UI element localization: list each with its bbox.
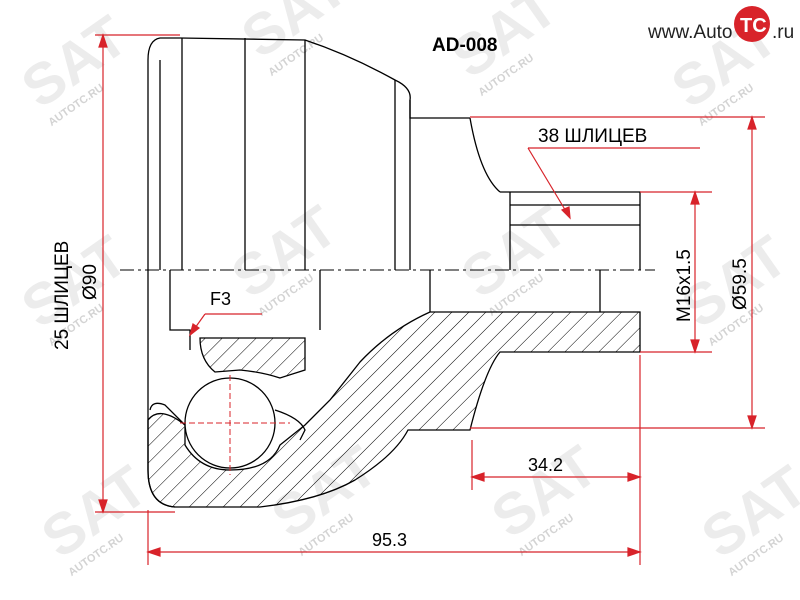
watermark-brand: SAT bbox=[690, 453, 800, 570]
seal-diameter-label: Ø59.5 bbox=[730, 258, 751, 310]
dimension-lines bbox=[95, 33, 765, 565]
outer-splines-label: 38 ШЛИЦЕВ bbox=[538, 126, 647, 147]
logo-badge bbox=[734, 6, 770, 42]
autotc-logo: www.Auto TC .ru bbox=[647, 6, 794, 43]
outer-diameter-label: Ø90 bbox=[80, 264, 101, 300]
thread-label: M16x1.5 bbox=[674, 249, 695, 322]
part-number: AD-008 bbox=[432, 35, 497, 56]
inner-splines-label: 25 ШЛИЦЕВ bbox=[52, 241, 73, 350]
housing-outline bbox=[147, 37, 641, 508]
flat-label: F3 bbox=[210, 289, 231, 309]
logo-suffix: .ru bbox=[772, 22, 794, 43]
logo-mark: TC bbox=[740, 15, 767, 37]
total-length-label: 95.3 bbox=[372, 530, 407, 550]
logo-prefix: www.Auto bbox=[647, 22, 732, 43]
shaft-length-label: 34.2 bbox=[528, 455, 563, 475]
section-view bbox=[147, 270, 641, 508]
